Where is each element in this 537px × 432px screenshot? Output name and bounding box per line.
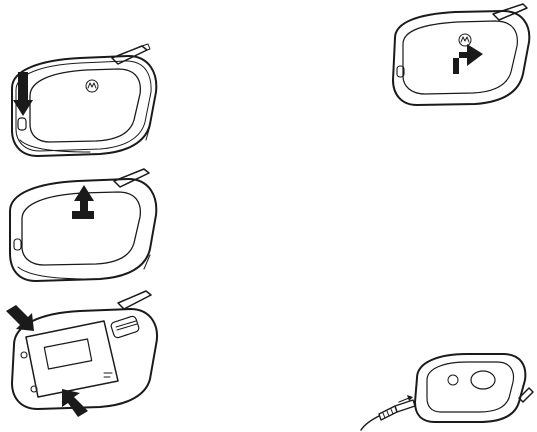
step-lift-door-illustration [0,165,170,290]
battery-contacts-icon [110,315,140,338]
charger-plug-icon [361,400,415,430]
phone-door-slide-illustration [375,0,535,115]
arrow-diagonal-icon [6,305,34,331]
phone-back-illustration [0,40,170,170]
phone-charger-illustration [355,340,537,432]
arrow-diagonal-icon [62,389,88,417]
step-insert-battery-illustration [0,285,175,420]
antenna-icon [118,291,151,309]
step-connect-charger-illustration [355,340,537,432]
step-slide-door-illustration [375,0,535,115]
phone-battery-illustration [0,285,175,420]
motorola-logo-icon [459,34,471,46]
arrow-right-icon [453,44,483,74]
motorola-logo-icon [86,80,98,92]
arrow-up-icon [72,185,94,219]
step-press-release-illustration [0,40,170,170]
antenna-icon [519,388,533,402]
antenna-icon [114,169,149,187]
phone-door-lift-illustration [0,165,170,290]
